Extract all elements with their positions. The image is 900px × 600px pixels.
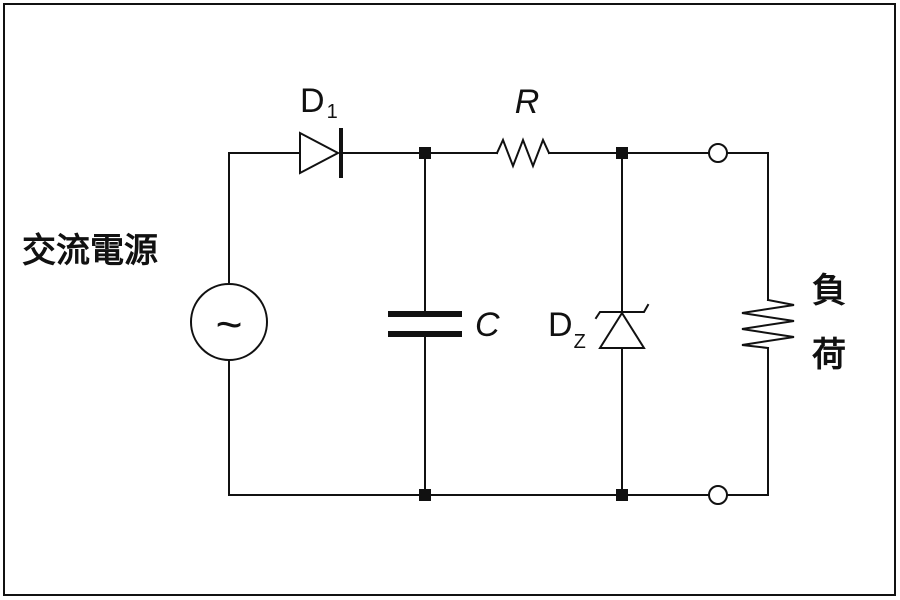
zener-diode (594, 303, 650, 349)
diode-d1-triangle (299, 131, 341, 175)
output-terminal-top (708, 143, 728, 163)
capacitor-c (388, 311, 462, 337)
ac-source-circle (190, 283, 268, 361)
diagram-frame (3, 3, 896, 596)
junction-node (616, 147, 628, 159)
ac-source: ~ (190, 283, 268, 361)
load-label-top: 負 (812, 271, 846, 311)
junction-node (419, 489, 431, 501)
load-resistor (741, 298, 795, 350)
load-label-bottom: 荷 (812, 335, 846, 375)
ac-source-symbol: ~ (216, 298, 243, 350)
diode-d1 (299, 128, 343, 178)
junction-node (419, 147, 431, 159)
ac-source-label: 交流電源 (22, 231, 158, 271)
resistor-r-label: R (515, 83, 540, 121)
zener-label: DZ (548, 306, 586, 353)
junction-node (616, 489, 628, 501)
output-terminal-bottom (708, 485, 728, 505)
resistor-r (495, 137, 551, 169)
capacitor-c-label: C (475, 306, 500, 344)
zener-triangle (598, 311, 646, 349)
wires (228, 152, 769, 496)
zener-bar (594, 303, 650, 320)
